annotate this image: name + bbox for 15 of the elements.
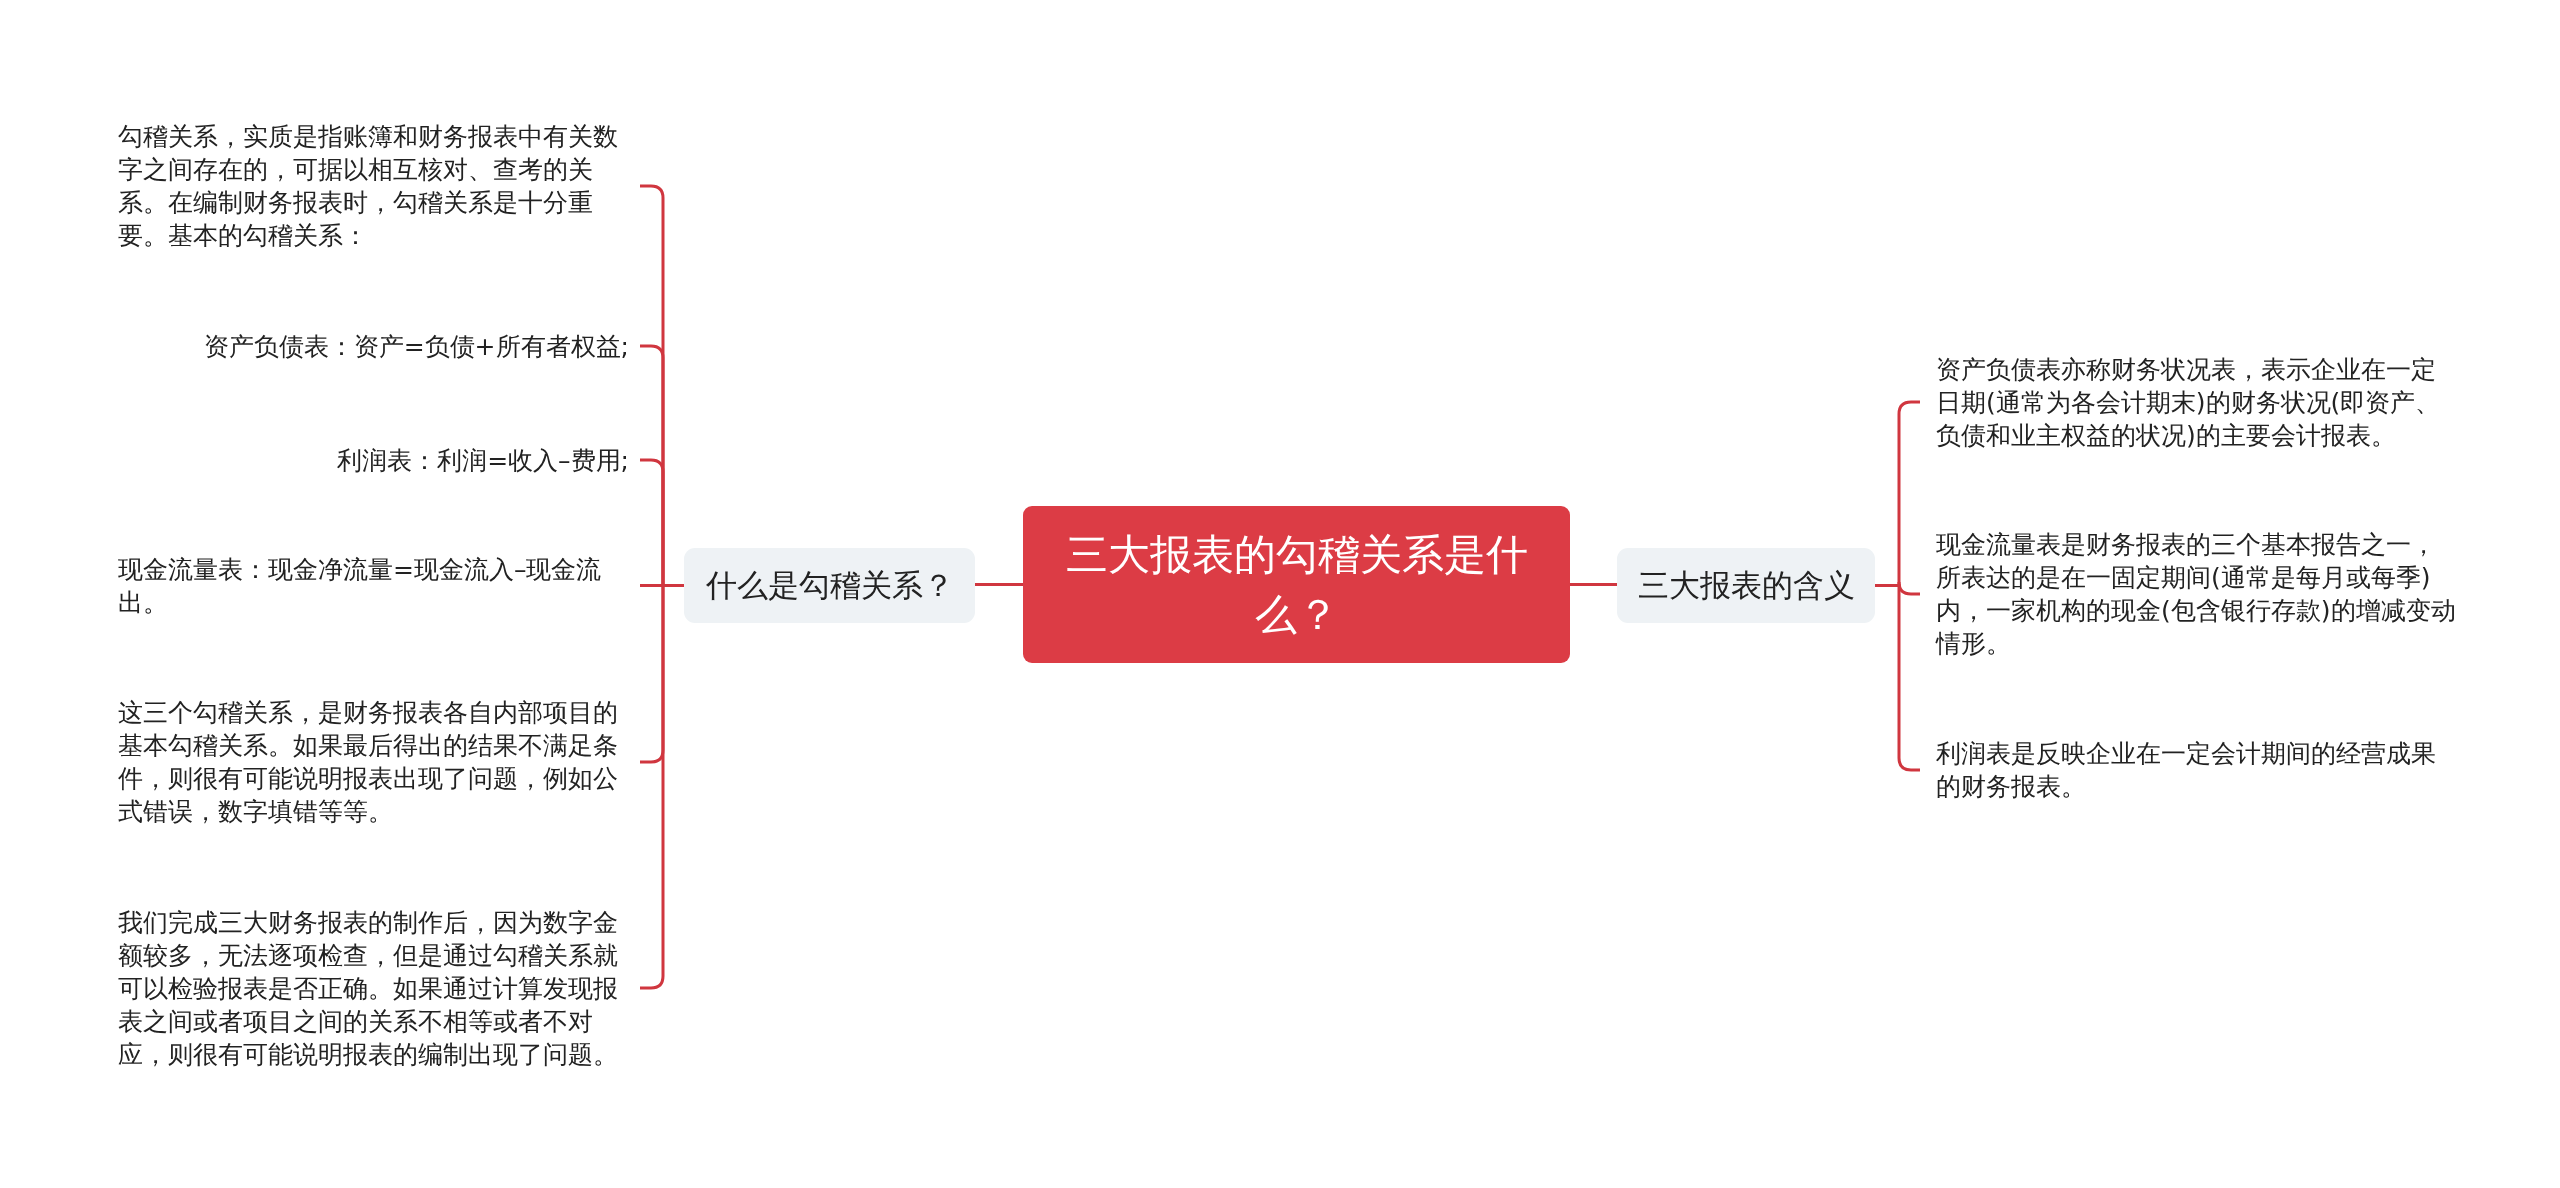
branch-line — [640, 584, 684, 990]
note-text: 勾稽关系，实质是指账簿和财务报表中有关数字之间存在的，可据以相互核对、查考的关系。在编制财务报表时，勾稽关系是十分重要。基本的勾稽关系： — [118, 120, 640, 252]
note-text: 资产负债表：资产=负债+所有者权益; — [203, 329, 640, 363]
note-text: 现金流量表是财务报表的三个基本报告之一，所表达的是在一固定期间(通常是每月或每季)内，一家机构的现金(包含银行存款)的增减变动情形。 — [1920, 528, 2458, 660]
note-text: 现金流量表：现金净流量=现金流入–现金流出。 — [118, 553, 640, 619]
branch-line — [1570, 583, 1617, 586]
subtopic-box: 三大报表的含义 — [1617, 548, 1875, 623]
branch-line — [975, 583, 1023, 586]
central-topic-box: 三大报表的勾稽关系是什么？ — [1023, 506, 1570, 663]
note-text: 利润表是反映企业在一定会计期间的经营成果的财务报表。 — [1920, 737, 2458, 803]
note-text: 我们完成三大财务报表的制作后，因为数字金额较多，无法逐项检查，但是通过勾稽关系就可以检验报表是否正确。如果通过计算发现报表之间或者项目之间的关系不相等或者不对应，则很有可能说明报表的编制出现了问题。 — [118, 905, 640, 1071]
note-text: 利润表：利润=收入–费用; — [337, 443, 640, 477]
note-text: 这三个勾稽关系，是财务报表各自内部项目的基本勾稽关系。如果最后得出的结果不满足条件，则很有可能说明报表出现了问题，例如公式错误，数字填错等等。 — [118, 696, 640, 828]
note-text: 资产负债表亦称财务状况表，表示企业在一定日期(通常为各会计期末)的财务状况(即资产、负债和业主权益的状况)的主要会计报表。 — [1920, 352, 2458, 452]
subtopic-box: 什么是勾稽关系？ — [684, 548, 975, 623]
